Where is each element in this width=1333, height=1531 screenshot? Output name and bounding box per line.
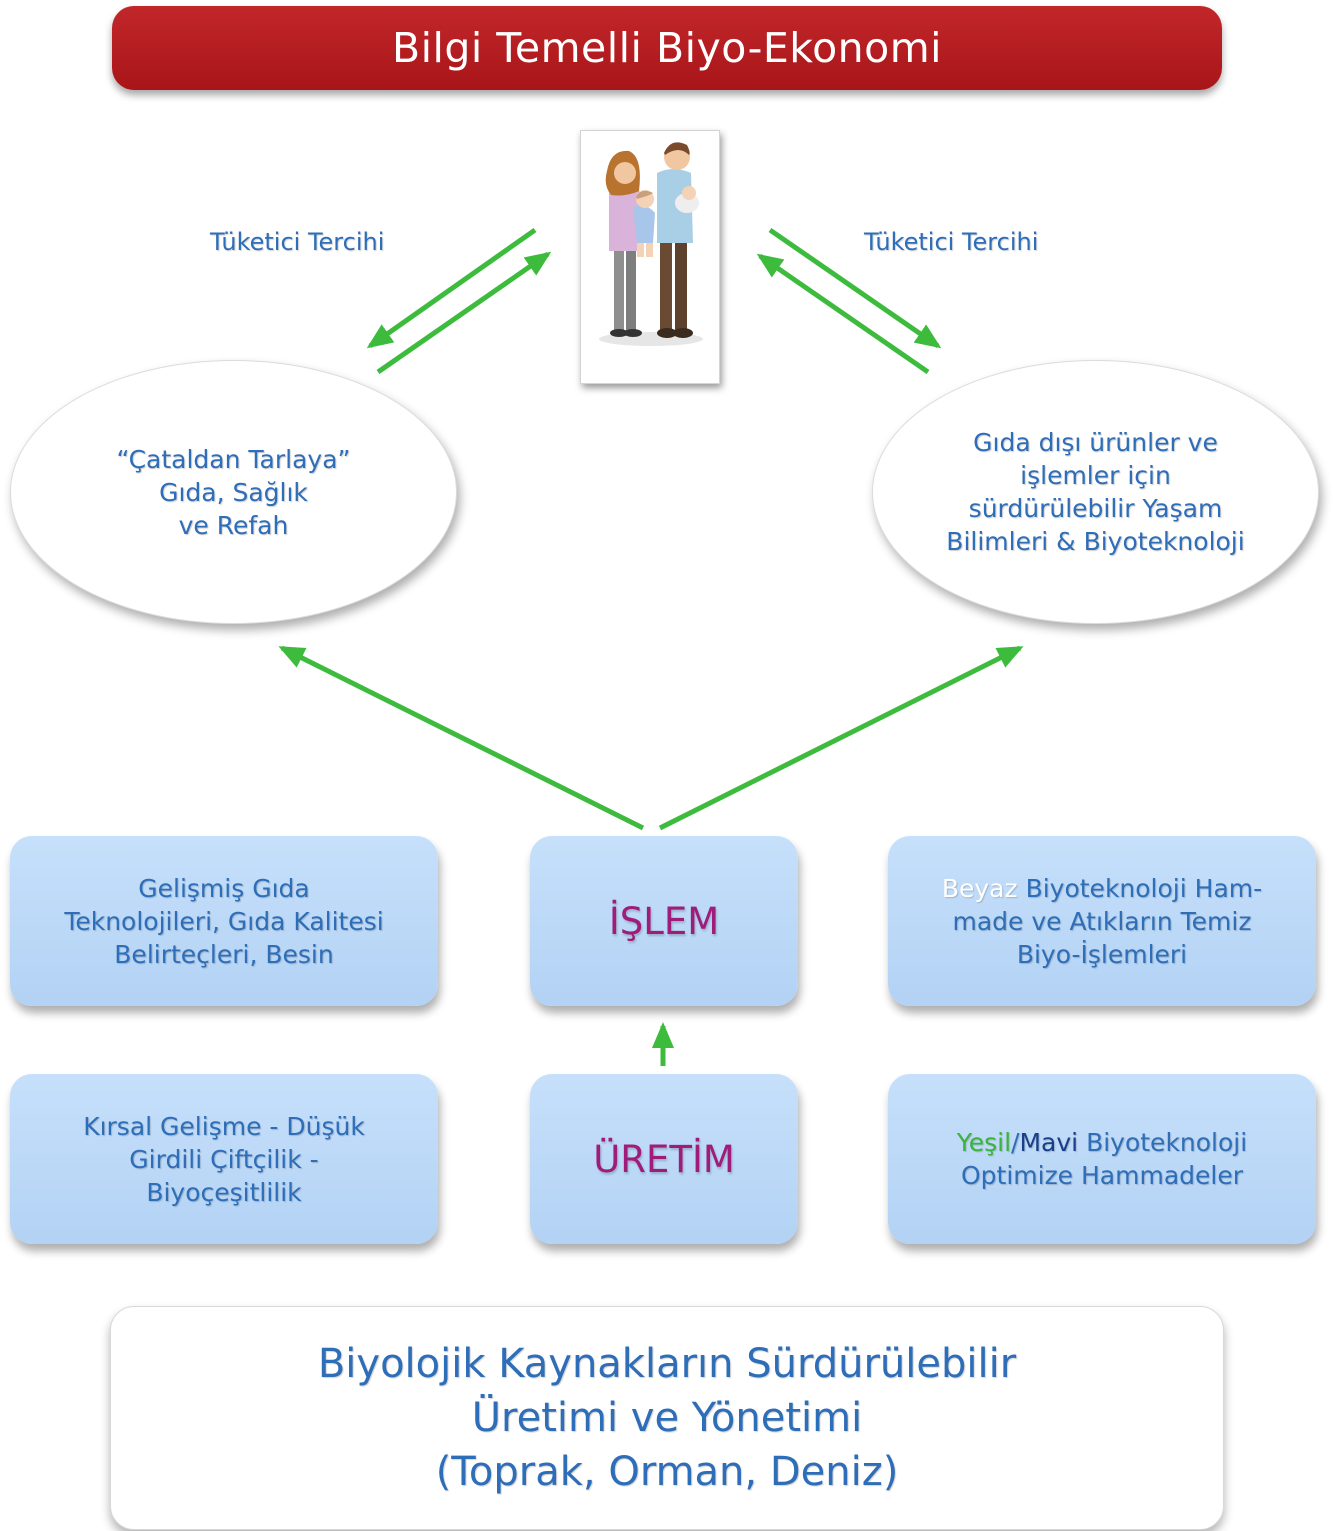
consumer-preference-right-label: Tüketici Tercihi bbox=[864, 228, 1039, 256]
diagram-title-text: Bilgi Temelli Biyo-Ekonomi bbox=[391, 24, 943, 72]
white-biotech-text: Beyaz Biyoteknoloji Ham- made ve Atıklar… bbox=[942, 872, 1262, 971]
white-highlight-word: Beyaz bbox=[941, 873, 1018, 903]
family-icon bbox=[599, 142, 703, 346]
green-highlight-word: Yeşil bbox=[956, 1128, 1012, 1157]
production-box: ÜRETİM bbox=[530, 1074, 798, 1244]
arrow-process-to-food bbox=[278, 645, 645, 831]
green-blue-biotech-line1: Biyoteknoloji bbox=[1078, 1128, 1248, 1157]
arrow-nonfood-to-family bbox=[756, 253, 930, 375]
consumer-preference-left-label: Tüketici Tercihi bbox=[210, 228, 385, 256]
production-label: ÜRETİM bbox=[593, 1137, 735, 1181]
family-illustration bbox=[580, 130, 720, 384]
sustainable-resources-box: Biyolojik Kaynakların Sürdürülebilir Üre… bbox=[110, 1306, 1224, 1530]
green-blue-slash: / bbox=[1011, 1128, 1020, 1157]
process-box: İŞLEM bbox=[530, 836, 798, 1006]
white-biotech-box: Beyaz Biyoteknoloji Ham- made ve Atıklar… bbox=[888, 836, 1316, 1006]
blue-highlight-word: Mavi bbox=[1019, 1128, 1079, 1157]
green-blue-biotech-line2: Optimize Hammadeler bbox=[960, 1161, 1244, 1190]
arrow-food-to-family bbox=[376, 251, 552, 375]
green-blue-biotech-text: Yeşil/Mavi Biyoteknoloji Optimize Hammad… bbox=[957, 1126, 1247, 1192]
non-food-biotech-ellipse: Gıda dışı ürünler ve işlemler için sürdü… bbox=[872, 360, 1319, 624]
arrow-process-to-nonfood bbox=[658, 645, 1024, 831]
arrow-family-to-food bbox=[366, 227, 537, 349]
rural-development-box: Kırsal Gelişme - Düşük Girdili Çiftçilik… bbox=[10, 1074, 438, 1244]
sustainable-resources-text: Biyolojik Kaynakların Sürdürülebilir Üre… bbox=[317, 1341, 1017, 1495]
process-label: İŞLEM bbox=[608, 899, 720, 943]
non-food-biotech-text: Gıda dışı ürünler ve işlemler için sürdü… bbox=[946, 428, 1245, 556]
advanced-food-tech-box: Gelişmiş Gıda Teknolojileri, Gıda Kalite… bbox=[10, 836, 438, 1006]
green-blue-biotech-box: Yeşil/Mavi Biyoteknoloji Optimize Hammad… bbox=[888, 1074, 1316, 1244]
diagram-title: Bilgi Temelli Biyo-Ekonomi bbox=[112, 6, 1222, 90]
white-biotech-line1: Biyoteknoloji Ham- bbox=[1017, 873, 1263, 903]
white-biotech-line2: made ve Atıkların Temiz Biyo-İşlemleri bbox=[952, 906, 1252, 969]
advanced-food-tech-text: Gelişmiş Gıda Teknolojileri, Gıda Kalite… bbox=[64, 873, 384, 969]
rural-development-text: Kırsal Gelişme - Düşük Girdili Çiftçilik… bbox=[83, 1111, 365, 1207]
food-health-ellipse: “Çataldan Tarlaya” Gıda, Sağlık ve Refah bbox=[10, 360, 457, 624]
food-health-text: “Çataldan Tarlaya” Gıda, Sağlık ve Refah bbox=[116, 444, 351, 540]
